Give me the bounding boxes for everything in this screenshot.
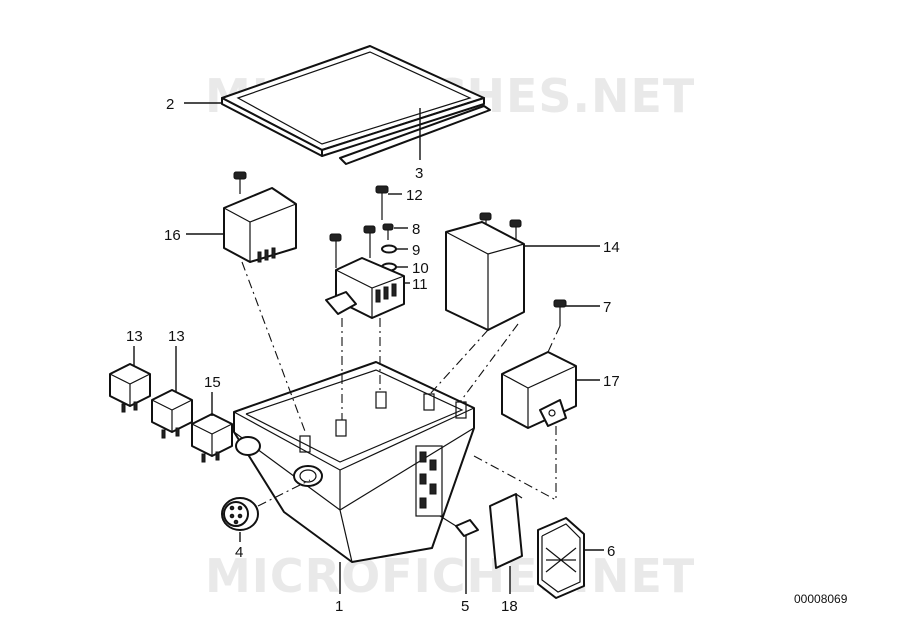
part-2-cover-lid — [221, 45, 485, 157]
callout-13-right: 13 — [168, 328, 185, 345]
part-16-relay-module — [223, 171, 297, 263]
part-13-relay-right — [151, 389, 193, 439]
watermark-bottom: MICROFICHES.NET — [205, 549, 695, 603]
reference-code: 00008069 — [794, 592, 848, 606]
callout-17: 17 — [603, 373, 620, 390]
callout-1: 1 — [335, 598, 343, 615]
callout-labels: 2 3 16 12 8 9 10 11 14 7 17 13 13 15 4 1… — [126, 96, 620, 615]
part-4-grommet — [221, 497, 259, 531]
screw-b — [363, 225, 376, 258]
screw-a — [329, 233, 342, 268]
callout-11: 11 — [412, 276, 428, 293]
callout-5: 5 — [461, 598, 469, 615]
callout-3: 3 — [415, 165, 423, 182]
part-11-control-unit — [325, 257, 405, 319]
callout-7: 7 — [603, 299, 611, 316]
part-3-seal-strip — [339, 105, 491, 165]
callout-15: 15 — [204, 374, 221, 391]
callout-8: 8 — [412, 221, 420, 238]
part-5-plug — [439, 515, 479, 537]
callout-10: 10 — [412, 260, 429, 277]
callout-14: 14 — [603, 239, 620, 256]
mounting-lines — [241, 261, 561, 507]
callout-16: 16 — [164, 227, 181, 244]
part-17-module — [501, 351, 577, 429]
part-9-washer — [381, 244, 397, 254]
callout-13-left: 13 — [126, 328, 143, 345]
callout-4: 4 — [235, 544, 243, 561]
callout-2: 2 — [166, 96, 174, 113]
part-7-screw — [553, 299, 567, 326]
callout-6: 6 — [607, 543, 615, 560]
part-6-connector — [537, 517, 585, 599]
callout-9: 9 — [412, 242, 420, 259]
part-1-housing — [233, 361, 475, 563]
part-18-gasket — [489, 493, 523, 569]
leader-lines — [133, 102, 604, 594]
callout-18: 18 — [501, 598, 518, 615]
part-12-screw — [375, 185, 389, 220]
part-8-screw — [382, 223, 394, 240]
part-13-relay-left — [109, 363, 151, 413]
callout-12: 12 — [406, 187, 423, 204]
part-15-relay — [191, 413, 233, 463]
part-14-control-box — [445, 212, 525, 331]
